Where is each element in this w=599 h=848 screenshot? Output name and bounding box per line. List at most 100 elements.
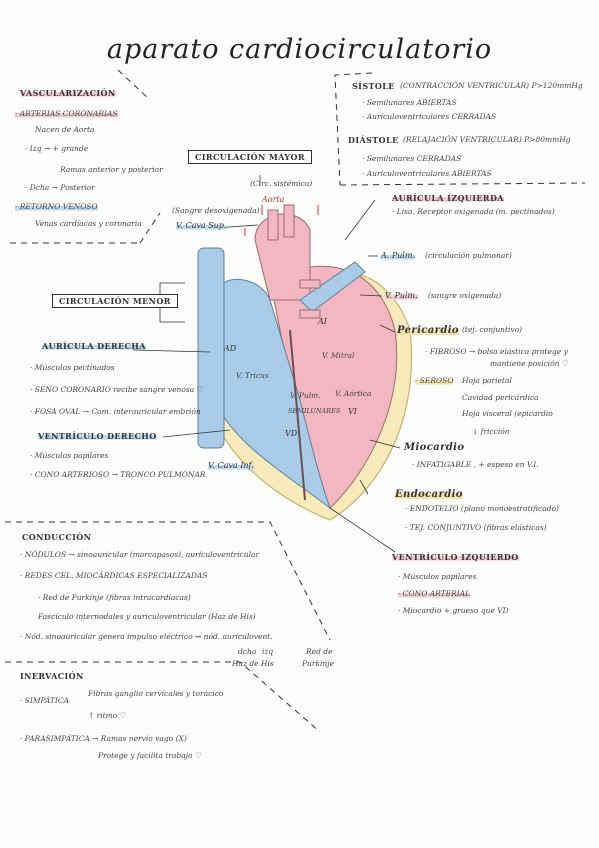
septum-line bbox=[289, 329, 306, 501]
vena-cava-shape bbox=[197, 247, 225, 449]
inervacion-ramas: → Ramas nervio vago (X) bbox=[92, 734, 187, 743]
ventriculo-izq-heading: VENTRÍCULO IZQUIERDO bbox=[392, 552, 519, 562]
diastole-semilunares: · Semilunares CERRADAS bbox=[362, 154, 462, 163]
vasc-retorno: · RETORNO VENOSO bbox=[15, 202, 98, 211]
label-vpulm: V. Pulm. bbox=[385, 291, 418, 300]
vasc-venas: Venas cardíacas y coronaria bbox=[35, 219, 142, 228]
diastole-heading: DIÁSTOLE bbox=[348, 135, 399, 145]
leader-miocardio bbox=[369, 439, 401, 449]
ventriculo-izq-cono: · CONO ARTERIAL bbox=[398, 589, 471, 598]
ventriculo-dcho-musculos: · Músculos papilares bbox=[30, 451, 109, 460]
flow-arrows bbox=[244, 205, 319, 236]
miocardio-heading: Miocardio bbox=[404, 442, 465, 453]
conduccion-nodulos: · NÓDULOS → sinoauricular (marcapasos), … bbox=[20, 550, 260, 559]
pericardio-heading: Pericardio bbox=[397, 325, 459, 336]
label-vcava-sup: V. Cava Sup. bbox=[176, 221, 227, 230]
conduccion-fasciculo: Fascículo internodales y auriculoventric… bbox=[38, 612, 256, 621]
label-vmitral: V. Mitral bbox=[322, 351, 355, 360]
label-ad: AD bbox=[224, 344, 237, 353]
auricula-dcha-musculos: · Músculos pectinados bbox=[30, 363, 115, 372]
pericardio-fibroso2: mantiene posición ♡ bbox=[490, 359, 569, 368]
ventriculo-izq-miocardio: · Miocardio + grueso que VD bbox=[398, 606, 509, 615]
endocardio-endotelio: · ENDOTELIO (plano monoestratificado) bbox=[405, 504, 559, 513]
pericardio-visceral: Hoja visceral (epicardio bbox=[462, 409, 553, 418]
circ-mayor-box: CIRCULACIÓN MAYOR bbox=[188, 150, 312, 164]
label-vi: VI bbox=[348, 407, 357, 416]
inervacion-fibras: Fibras ganglio cervicales y torácico bbox=[88, 689, 224, 698]
ventriculo-izq-musculos: · Músculos papilares bbox=[398, 572, 477, 581]
leader-ventriculo-dcho bbox=[162, 429, 231, 438]
separator-ciclo-left bbox=[334, 72, 373, 186]
inervacion-ritmo: ↑ ritmo ♡ bbox=[88, 711, 127, 720]
conduccion-dcha: dcha bbox=[238, 647, 257, 656]
vasc-heading: VASCULARIZACIÓN bbox=[20, 88, 116, 98]
inervacion-heading: INERVACIÓN bbox=[20, 671, 84, 681]
inervacion-parasimpatica: · PARASIMPÁTICA bbox=[20, 734, 90, 743]
diastole-desc: (RELAJACIÓN VENTRICULAR) P>80mmHg bbox=[403, 135, 571, 144]
conduccion-redes: · REDES CEL. MIOCÁRDICAS ESPECIALIZADAS bbox=[20, 571, 208, 580]
label-vcava-inf: V. Cava Inf. bbox=[208, 461, 254, 470]
conduccion-purk: Purkinje bbox=[302, 659, 334, 668]
pulmonary-artery-shape bbox=[299, 261, 366, 313]
label-vaortica: V. Aórtica bbox=[335, 389, 372, 398]
leader-vpulm bbox=[359, 294, 383, 297]
conduccion-nod: · Nód. sinoauricular genera impulso eléc… bbox=[20, 632, 273, 641]
label-vd: VD bbox=[285, 429, 298, 438]
label-apulm: A. Pulm. bbox=[381, 251, 416, 260]
label-vpulm-valve: V. Pulm. bbox=[290, 391, 321, 400]
aorta-branch-2 bbox=[283, 204, 295, 238]
vasc-ramas: Ramas anterior y posterior bbox=[60, 165, 163, 174]
label-aorta: Aorta bbox=[262, 195, 285, 204]
pericardio-friccion: ↓ fricción bbox=[472, 427, 510, 436]
leader-auricula-dcha bbox=[132, 349, 211, 353]
inervacion-simpatica: · SIMPÁTICA bbox=[20, 696, 70, 705]
aorta-branch-1 bbox=[267, 209, 279, 241]
separator-vasc-right-top bbox=[117, 69, 151, 101]
pericardio-seroso: · SEROSO bbox=[415, 376, 454, 385]
circ-menor-box: CIRCULACIÓN MENOR bbox=[52, 294, 178, 308]
circ-mayor-sangre: (Sangre desoxigenada) bbox=[172, 206, 260, 215]
pulmonary-vein-shape-2 bbox=[299, 309, 321, 319]
separator-conduccion bbox=[5, 521, 331, 641]
inervacion-protege: Protege y facilita trabajo ♡ bbox=[98, 751, 202, 760]
auricula-izq-heading: AURÍCULA IZQUIERDA bbox=[392, 193, 504, 203]
leader-endocardio bbox=[359, 479, 369, 495]
endocardio-tej: · TEJ. CONJUNTIVO (fibras elásticas) bbox=[405, 523, 547, 532]
separator-vasc-right bbox=[139, 212, 161, 244]
pericardio-cavidad: Cavidad pericárdica bbox=[462, 393, 539, 402]
sistole-semilunares: · Semilunares ABIERTAS bbox=[362, 98, 457, 107]
auricula-dcha-heading: AURÍCULA DERECHA bbox=[42, 341, 146, 351]
separator-inervacion bbox=[5, 661, 321, 733]
label-ai: AI bbox=[318, 317, 327, 326]
leader-auricula-izq bbox=[344, 199, 376, 241]
conduccion-heading: CONDUCCIÓN bbox=[22, 532, 92, 542]
conduccion-izq: izq bbox=[262, 647, 274, 656]
auricula-dcha-seno: · SENO CORONARIO recibe sangre venosa ♡ bbox=[30, 385, 204, 394]
label-apulm-note: (circulación pulmonar) bbox=[425, 251, 512, 260]
diastole-auriculo: · Auriculoventriculares ABIERTAS bbox=[362, 169, 492, 178]
leader-pericardio bbox=[379, 324, 396, 333]
circ-mayor-sub: (Circ. sistémica) bbox=[250, 179, 313, 188]
sistole-auriculo: · Auriculoventriculares CERRADAS bbox=[362, 112, 497, 121]
label-vtricus: V. Tricus bbox=[236, 371, 269, 380]
page-title: aparato cardiocirculatorio bbox=[106, 34, 493, 65]
leader-ventriculo-izq bbox=[329, 507, 396, 553]
conduccion-purkinje: · Red de Purkinje (fibras intracardíacas… bbox=[38, 593, 191, 602]
conduccion-red: Red de bbox=[306, 647, 333, 656]
label-semilunares: SEMILUNARES bbox=[288, 407, 341, 415]
auricula-izq-desc: · Lisa, Receptor oxigenada (m. pectinado… bbox=[392, 207, 555, 216]
separator-ciclo-bottom bbox=[339, 182, 586, 186]
pulmonary-vein-shape-1 bbox=[299, 279, 321, 289]
pericardio-sub: (tej. conjuntivo) bbox=[462, 325, 523, 334]
auricula-dcha-fosa: · FOSA OVAL → Com. interauricular embrió… bbox=[30, 407, 201, 416]
vasc-izq: · Izq → + grande bbox=[25, 144, 89, 153]
miocardio-desc: · INFATIGABLE , + espeso en V.I. bbox=[412, 460, 539, 469]
pericardio-fibroso: · FIBROSO → bolsa elástica protege y bbox=[425, 347, 568, 356]
vasc-arterias: · ARTERIAS CORONARIAS bbox=[15, 109, 118, 118]
vasc-nacen: Nacen de Aorta bbox=[35, 125, 95, 134]
vasc-dcha: · Dcha → Posterior bbox=[25, 183, 95, 192]
ventriculo-dcho-heading: VENTRÍCULO DERECHO bbox=[38, 431, 157, 441]
conduccion-haz: Haz de His bbox=[232, 659, 274, 668]
sistole-heading: SÍSTOLE bbox=[352, 81, 395, 91]
